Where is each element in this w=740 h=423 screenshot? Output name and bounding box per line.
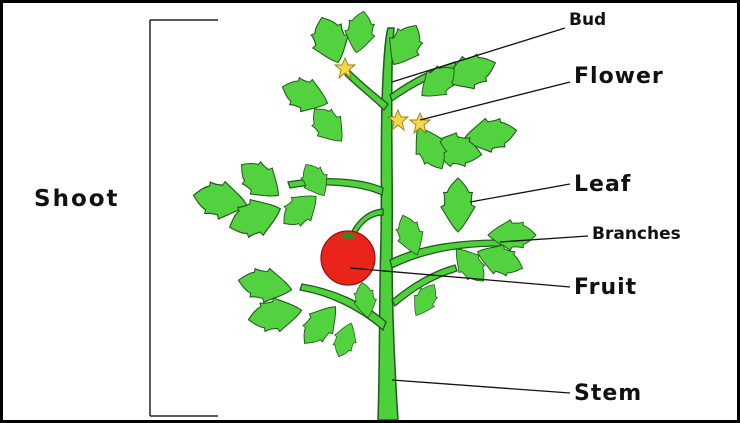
fruit bbox=[321, 231, 375, 285]
stem-pointer bbox=[392, 380, 570, 393]
label-fruit: Fruit bbox=[574, 277, 637, 299]
label-shoot: Shoot bbox=[34, 188, 120, 211]
stem bbox=[378, 28, 398, 420]
leaf-pointer bbox=[470, 184, 570, 202]
label-leaf: Leaf bbox=[574, 174, 631, 196]
label-branches: Branches bbox=[592, 226, 681, 243]
shoot-bracket bbox=[150, 20, 218, 416]
label-flower: Flower bbox=[574, 66, 664, 88]
label-bud: Bud bbox=[569, 12, 606, 29]
label-stem: Stem bbox=[574, 383, 642, 405]
